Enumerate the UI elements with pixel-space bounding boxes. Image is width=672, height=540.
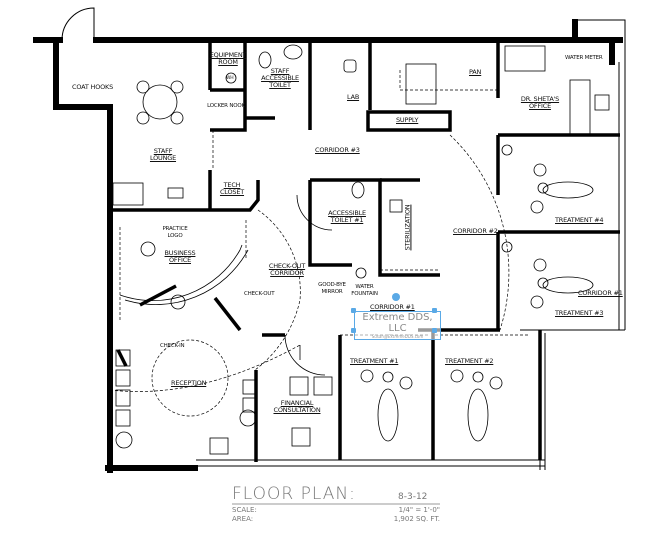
label-corridor-3: CORRIDOR #3 bbox=[315, 146, 360, 154]
label-treatment-1: TREATMENT #1 bbox=[350, 357, 399, 365]
label-financial-consultation: FINANCIAL CONSULTATION bbox=[273, 399, 321, 414]
label-checkout-corridor: CHECK-OUT CORRIDOR bbox=[268, 262, 306, 277]
label-business-office: BUSINESS OFFICE bbox=[164, 249, 196, 264]
resize-handle-top-right[interactable] bbox=[432, 308, 437, 313]
scale-label: SCALE: bbox=[232, 506, 257, 514]
label-practice-logo: PRACTICE LOGO bbox=[162, 226, 188, 239]
label-treatment-2: TREATMENT #2 bbox=[445, 357, 494, 365]
label-goodbye-mirror: GOOD-BYE MIRROR bbox=[318, 282, 346, 295]
label-accessible-toilet-1: ACCESSIBLE TOILET #1 bbox=[328, 209, 366, 224]
area-value: 1,902 SQ. FT. bbox=[393, 515, 440, 523]
label-corridor-2: CORRIDOR #2 bbox=[453, 227, 498, 235]
label-staff-toilet: STAFF ACCESSIBLE TOILET bbox=[261, 67, 299, 89]
coat-door bbox=[61, 7, 95, 41]
label-reception: RECEPTION bbox=[171, 379, 207, 387]
resize-handle-bottom-right[interactable] bbox=[432, 328, 437, 333]
resize-handle-bottom-left[interactable] bbox=[351, 328, 356, 333]
label-staff-lounge: STAFF LOUNGE bbox=[149, 147, 177, 162]
label-treatment-4: TREATMENT #4 bbox=[555, 216, 604, 224]
label-corridor-1: CORRIDOR #1 bbox=[370, 303, 415, 311]
label-locker-nook: LOCKER NOOK bbox=[207, 103, 245, 109]
annotation-email: Susan@ExtremeDDS.com bbox=[371, 334, 424, 339]
label-coat-hooks: COAT HOOKS bbox=[72, 83, 114, 91]
label-equipment-room: EQUIPMENT ROOM bbox=[209, 51, 247, 66]
title-date: 8-3-12 bbox=[398, 492, 428, 502]
label-water-meter: WATER METER bbox=[565, 55, 603, 61]
label-tech-closet: TECH CLOSET bbox=[219, 181, 245, 196]
exterior-walls bbox=[33, 19, 623, 473]
label-sterilization: STERILIZATION bbox=[403, 204, 412, 251]
label-lab: LAB bbox=[347, 93, 360, 101]
label-supply: SUPPLY bbox=[396, 116, 419, 124]
label-water-fountain: WATER FOUNTAIN bbox=[351, 284, 378, 297]
label-pan: PAN bbox=[469, 68, 482, 76]
scale-value: 1/4" = 1'-0" bbox=[398, 506, 440, 514]
label-dr-office: DR. SHETA'S OFFICE bbox=[520, 95, 560, 110]
furniture bbox=[112, 44, 610, 455]
label-check-in: CHECK-IN bbox=[160, 343, 185, 349]
label-corridor-1-right: CORRIDOR #1 bbox=[578, 289, 623, 297]
label-water-heater: WH bbox=[226, 76, 234, 81]
label-treatment-3: TREATMENT #3 bbox=[555, 309, 604, 317]
annotation-textbox[interactable]: Extreme DDS, LLC Susan@ExtremeDDS.com bbox=[354, 311, 441, 340]
area-label: AREA: bbox=[232, 515, 254, 523]
resize-handle-top-left[interactable] bbox=[351, 308, 356, 313]
label-checkout: CHECK-OUT bbox=[244, 291, 275, 297]
title-floor-plan: FLOOR PLAN: bbox=[232, 484, 356, 504]
interior-walls bbox=[112, 40, 620, 462]
rotate-handle[interactable] bbox=[392, 293, 400, 301]
annotation-company: Extreme DDS, LLC bbox=[362, 312, 433, 334]
